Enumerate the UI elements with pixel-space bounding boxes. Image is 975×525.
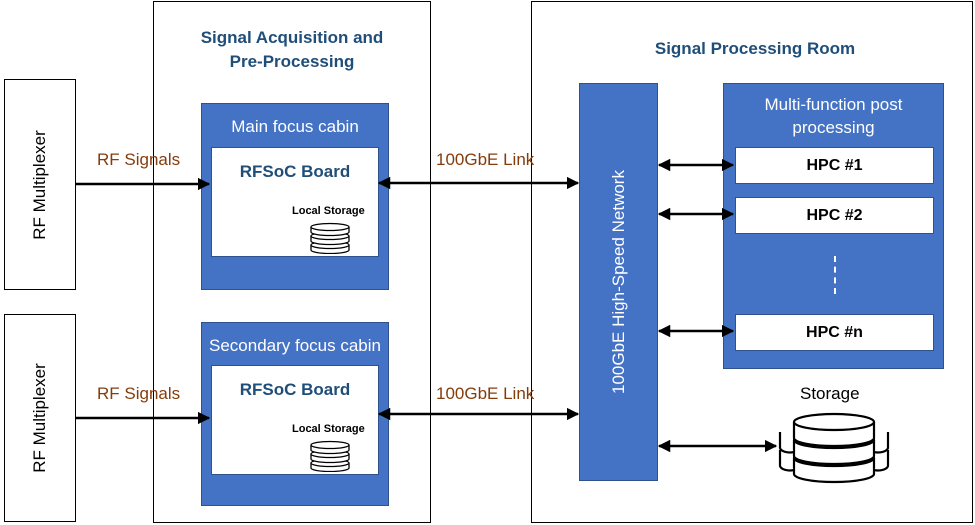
post-processing-panel: Multi-function post processing HPC #1 HP… — [723, 83, 944, 369]
hpc-n: HPC #n — [735, 314, 934, 351]
rfsoc-board-2-label: RFSoC Board — [239, 380, 351, 399]
storage-database-icon — [778, 412, 890, 484]
hpc-2: HPC #2 — [735, 197, 934, 234]
storage-label: Storage — [800, 384, 860, 403]
high-speed-network: 100GbE High-Speed Network — [579, 83, 658, 481]
acquisition-title: Signal Acquisition and Pre-Processing — [200, 28, 384, 71]
rfsoc-board-1: RFSoC Board Local Storage — [211, 147, 379, 257]
rf-signals-label-1: RF Signals — [97, 150, 181, 169]
main-focus-cabin: Main focus cabin RFSoC Board Local Stora… — [201, 103, 389, 290]
local-storage-2-label: Local Storage — [292, 423, 365, 435]
processing-room-title: Signal Processing Room — [654, 39, 856, 58]
rfsoc-board-2: RFSoC Board Local Storage — [211, 365, 379, 475]
local-storage-1-label: Local Storage — [292, 205, 365, 217]
database-icon-1 — [310, 222, 350, 254]
hpc-ellipsis-dashes — [834, 256, 836, 294]
secondary-focus-cabin-label: Secondary focus cabin — [209, 336, 381, 355]
database-icon-2 — [310, 440, 350, 472]
gbe-link-label-2: 100GbE Link — [436, 384, 535, 403]
secondary-focus-cabin: Secondary focus cabin RFSoC Board Local … — [201, 322, 389, 506]
hpc-1: HPC #1 — [735, 147, 934, 184]
rfsoc-board-1-label: RFSoC Board — [239, 162, 351, 181]
rf-multiplexer-2: RF Multiplexer — [4, 314, 76, 522]
post-processing-label: Multi-function post processing — [764, 95, 903, 137]
main-focus-cabin-label: Main focus cabin — [231, 117, 359, 136]
gbe-link-label-1: 100GbE Link — [436, 150, 535, 169]
rf-multiplexer-1: RF Multiplexer — [4, 79, 76, 290]
rf-signals-label-2: RF Signals — [97, 384, 181, 403]
